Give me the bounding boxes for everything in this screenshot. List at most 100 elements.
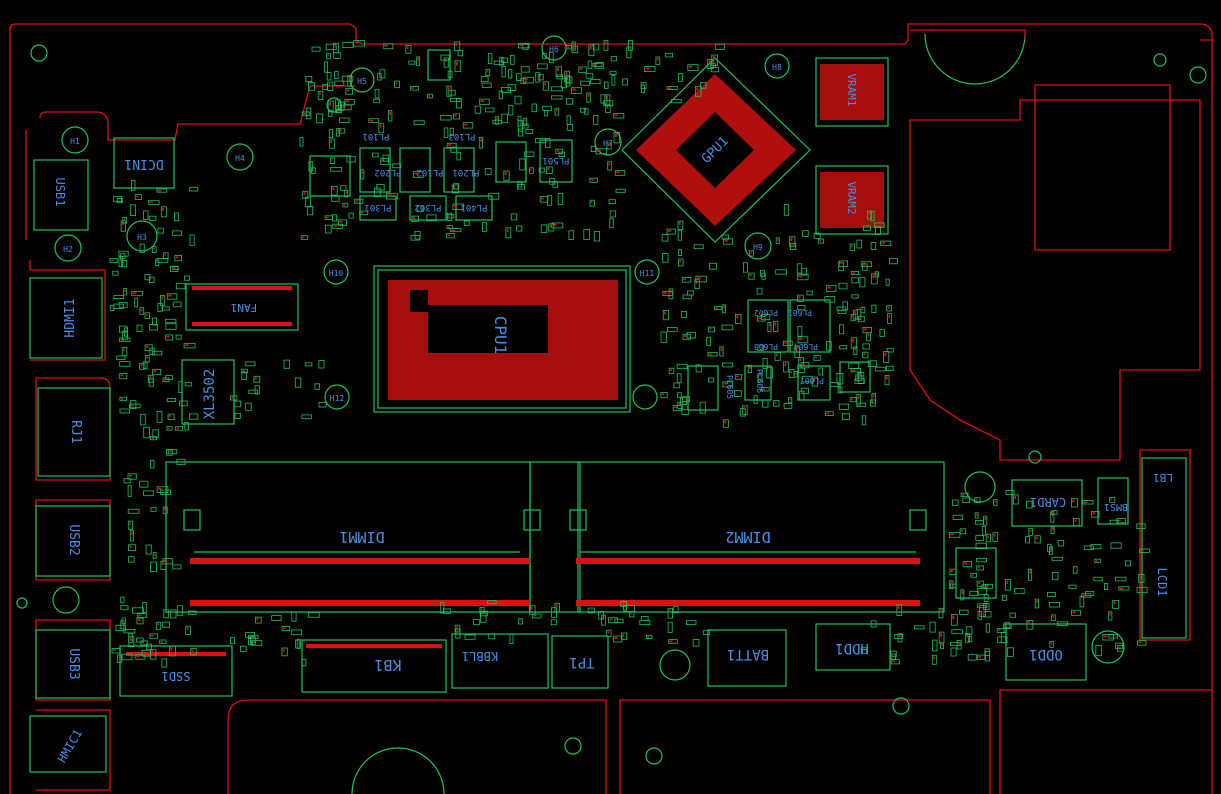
smd-footprint [670, 99, 682, 104]
smd-footprint [849, 397, 857, 403]
smd-pad [137, 619, 140, 621]
smd-footprint [677, 230, 682, 241]
smd-footprint [1049, 641, 1054, 648]
smd-footprint [505, 227, 512, 239]
smd-pad [983, 585, 985, 588]
smd-footprint [176, 605, 183, 616]
smd-footprint [170, 265, 179, 272]
smd-footprint [537, 63, 548, 70]
smd-pad [1117, 519, 1121, 522]
smd-footprint [121, 617, 126, 625]
smd-pad [616, 171, 620, 173]
smd-pad [608, 162, 611, 166]
smd-pad [854, 311, 856, 315]
smd-footprint [160, 206, 167, 218]
smd-pad [161, 296, 163, 300]
smd-footprint [331, 214, 337, 222]
smd-pad [120, 398, 124, 400]
smd-pad [131, 531, 133, 535]
smd-footprint [694, 279, 700, 290]
smd-pad [130, 405, 134, 407]
smd-footprint [578, 66, 587, 73]
smd-pad [544, 82, 546, 86]
smd-footprint [245, 402, 252, 411]
smd-pad [161, 562, 164, 565]
smd-pad [784, 362, 787, 367]
smd-footprint [135, 654, 146, 660]
smd-footprint [554, 107, 560, 116]
smd-footprint [706, 336, 712, 346]
smd-footprint [766, 366, 773, 379]
smd-footprint [711, 67, 720, 73]
smd-footprint [734, 390, 742, 397]
smd-pad [994, 500, 996, 503]
smd-pad [389, 111, 391, 115]
smd-footprint [382, 154, 390, 162]
smd-footprint [253, 375, 261, 383]
smd-footprint [1026, 620, 1034, 630]
smd-pad [456, 61, 458, 66]
smd-pad [1052, 615, 1054, 618]
smd-pad [708, 353, 712, 356]
smd-footprint [1025, 536, 1030, 544]
label-hdmi1: HDMI1 [63, 298, 78, 337]
smd-footprint [598, 611, 605, 620]
smd-footprint [452, 203, 464, 210]
smd-footprint [443, 127, 449, 138]
smd-footprint [326, 53, 331, 60]
smd-pad [587, 93, 590, 97]
smd-pad [790, 237, 793, 241]
smd-footprint [556, 74, 564, 80]
smd-footprint [344, 99, 355, 106]
smd-footprint [1028, 568, 1033, 581]
smd-pad [456, 630, 459, 633]
smd-footprint [1079, 596, 1085, 608]
smd-footprint [856, 394, 861, 406]
smd-footprint [985, 623, 990, 633]
smd-pad [504, 172, 507, 176]
smd-footprint [838, 260, 849, 267]
smd-pad [120, 339, 124, 341]
smd-pad [348, 76, 351, 81]
smd-pad [129, 637, 132, 641]
smd-pad [892, 660, 895, 663]
smd-pad [186, 627, 189, 630]
smd-pad [723, 305, 725, 309]
smd-footprint [481, 222, 487, 232]
smd-footprint [440, 602, 445, 614]
smd-pad [987, 535, 989, 538]
smd-pad [966, 634, 968, 638]
smd-footprint [543, 109, 549, 117]
gpu1 [621, 57, 811, 243]
smd-footprint [330, 185, 338, 196]
smd-footprint [121, 653, 133, 661]
smd-footprint [1047, 543, 1052, 553]
smd-pad [164, 253, 166, 256]
smd-pad [1139, 575, 1142, 579]
smd-footprint [715, 43, 725, 50]
smd-footprint [305, 76, 313, 82]
smd-footprint [327, 100, 334, 113]
smd-footprint [373, 98, 380, 104]
smd-footprint [291, 611, 297, 622]
smd-footprint [794, 346, 800, 358]
smd-footprint [448, 89, 456, 96]
smd-footprint [695, 275, 707, 283]
smd-footprint [667, 326, 678, 332]
smd-footprint [539, 196, 549, 203]
smd-footprint [813, 232, 821, 239]
smd-pad [533, 614, 537, 617]
smd-footprint [304, 362, 313, 367]
smd-footprint [557, 193, 564, 205]
smd-footprint [793, 371, 798, 378]
smd-footprint [709, 262, 717, 270]
smd-footprint [156, 486, 169, 493]
smd-pad [252, 641, 256, 643]
smd-pad [867, 333, 870, 337]
label-kbbl1: KBBL1 [462, 649, 498, 663]
smd-pad [530, 168, 532, 171]
smd-pad [1029, 529, 1032, 532]
smd-footprint [119, 325, 128, 333]
smd-footprint [130, 400, 137, 409]
smd-footprint [128, 556, 135, 563]
